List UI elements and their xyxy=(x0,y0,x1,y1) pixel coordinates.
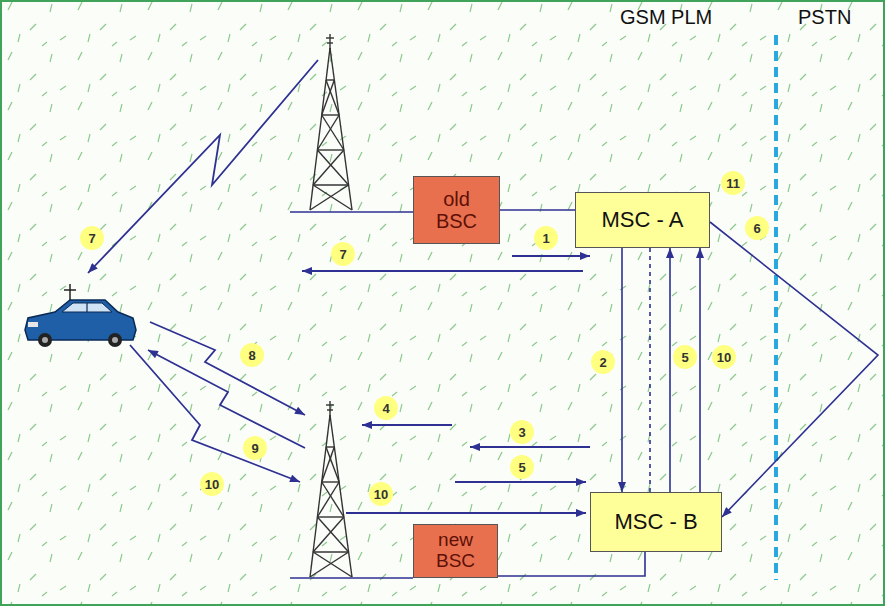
message-arrow xyxy=(470,446,590,448)
callout-number: 3 xyxy=(510,420,534,444)
radio-link-arrow xyxy=(130,345,300,482)
bsc-box: new BSC xyxy=(413,524,498,578)
node-label: MSC - A xyxy=(602,208,684,232)
bsc-box: old BSC xyxy=(413,176,500,244)
message-arrow xyxy=(362,424,452,426)
message-arrow xyxy=(455,481,586,483)
link-line xyxy=(649,248,651,492)
radio-link-arrow xyxy=(88,60,318,273)
antenna-tower xyxy=(310,34,352,210)
node-label: old BSC xyxy=(436,188,477,232)
message-arrow xyxy=(669,248,671,492)
message-arrow xyxy=(302,270,583,272)
callout-number: 5 xyxy=(510,455,534,479)
node-label: MSC - B xyxy=(614,510,697,534)
network-name: GSM PLM xyxy=(620,6,712,29)
message-arrow xyxy=(699,248,701,492)
network-boundary xyxy=(774,35,778,580)
callout-number: 10 xyxy=(369,482,393,506)
antenna-tower xyxy=(310,401,352,577)
callout-number: 7 xyxy=(331,242,355,266)
msc-box: MSC - B xyxy=(590,492,722,552)
callout-number: 6 xyxy=(745,216,769,240)
network-name: PSTN xyxy=(798,6,851,29)
message-arrow xyxy=(621,248,623,492)
callout-number: 9 xyxy=(243,436,267,460)
link-line xyxy=(498,552,645,576)
radio-link-arrow xyxy=(150,322,305,415)
tower-link xyxy=(290,211,413,213)
callout-number: 4 xyxy=(374,396,398,420)
callout-number: 2 xyxy=(591,350,615,374)
link-line xyxy=(500,209,575,211)
radio-link-arrow xyxy=(148,350,305,448)
callout-number: 10 xyxy=(712,345,736,369)
tower-link xyxy=(290,577,413,579)
callout-number: 10 xyxy=(200,472,224,496)
message-arrow xyxy=(346,512,586,514)
message-arrow xyxy=(710,222,878,517)
msc-box: MSC - A xyxy=(575,192,710,248)
callout-number: 7 xyxy=(80,226,104,250)
car xyxy=(25,284,136,347)
callout-number: 1 xyxy=(534,226,558,250)
node-label: new BSC xyxy=(436,530,475,572)
callout-number: 11 xyxy=(721,171,745,195)
message-arrow xyxy=(512,255,590,257)
callout-number: 5 xyxy=(673,345,697,369)
callout-number: 8 xyxy=(240,343,264,367)
